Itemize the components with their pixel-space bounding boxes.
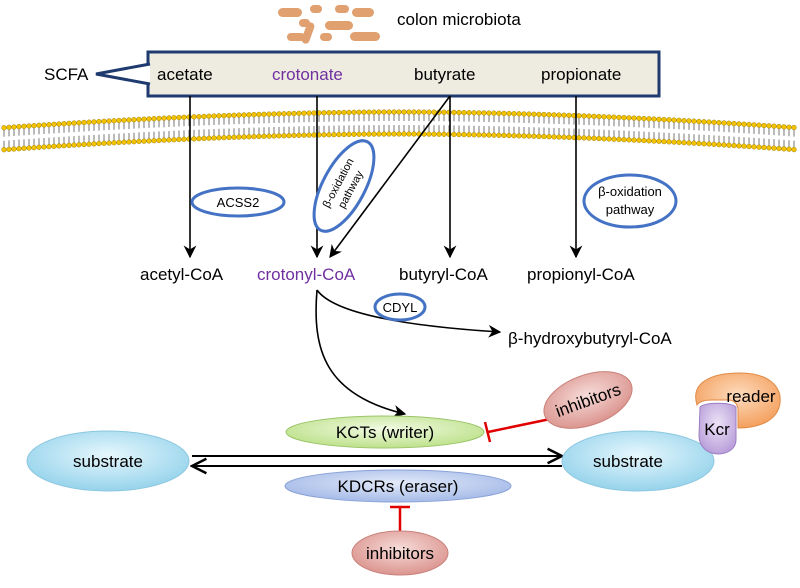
arrow-crotonyl-to-hydroxybutyryl (316, 289, 502, 338)
writer-enzyme (285, 415, 485, 449)
beta-oxidation-enzyme-right (582, 173, 678, 229)
cell-membrane (1, 109, 797, 153)
substrate-right-label: substrate (593, 452, 663, 471)
reader-label: reader (726, 387, 775, 406)
cdyl-enzyme (373, 292, 427, 322)
kcr-label: Kcr (704, 420, 730, 439)
product-acetyl-coa: acetyl-CoA (140, 265, 224, 284)
microbiota-icon (278, 5, 380, 44)
writer-inhibition-bar (483, 421, 492, 443)
eraser-label: KDCRs (eraser) (338, 477, 459, 496)
cdyl-label: CDYL (383, 300, 418, 315)
kcr-mark (698, 402, 737, 455)
product-crotonyl-coa: crotonyl-CoA (257, 265, 356, 284)
scfa-propionate: propionate (541, 65, 621, 84)
scfa-callout-pointer (95, 62, 151, 86)
product-hydroxybutyryl-coa: β-hydroxybutyryl-CoA (508, 329, 672, 348)
scfa-label: SCFA (44, 65, 89, 84)
scfa-butyrate: butyrate (414, 65, 475, 84)
eraser-inhibitor-label: inhibitors (366, 544, 434, 563)
acss2-enzyme (190, 186, 286, 218)
substrate-left (26, 430, 190, 492)
writer-inhibitor: inhibitors (543, 371, 633, 429)
reader-protein (695, 372, 781, 429)
source-label: colon microbiota (397, 10, 521, 29)
scfa-acetate: acetate (157, 65, 213, 84)
beta-ox-right-line2: pathway (606, 202, 655, 217)
acss2-label: ACSS2 (217, 195, 260, 210)
product-propionyl-coa: propionyl-CoA (527, 265, 635, 284)
writer-label: KCTs (writer) (336, 423, 434, 442)
scfa-box (146, 50, 661, 98)
beta-ox-right-line1: β-oxidation (598, 184, 662, 199)
eraser-enzyme (284, 469, 512, 503)
arrow-crotonyl-to-writer (315, 289, 407, 418)
substrate-right (561, 430, 715, 492)
writer-inhibition-line (487, 416, 556, 434)
substrate-left-label: substrate (73, 452, 143, 471)
scfa-crotonate: crotonate (272, 65, 343, 84)
arrow-butyrate-to-crotonyl (329, 95, 451, 259)
eraser-inhibitor (351, 530, 449, 576)
beta-oxidation-enzyme-left: β-oxidation pathway (312, 139, 376, 233)
product-butyryl-coa: butyryl-CoA (399, 265, 488, 284)
